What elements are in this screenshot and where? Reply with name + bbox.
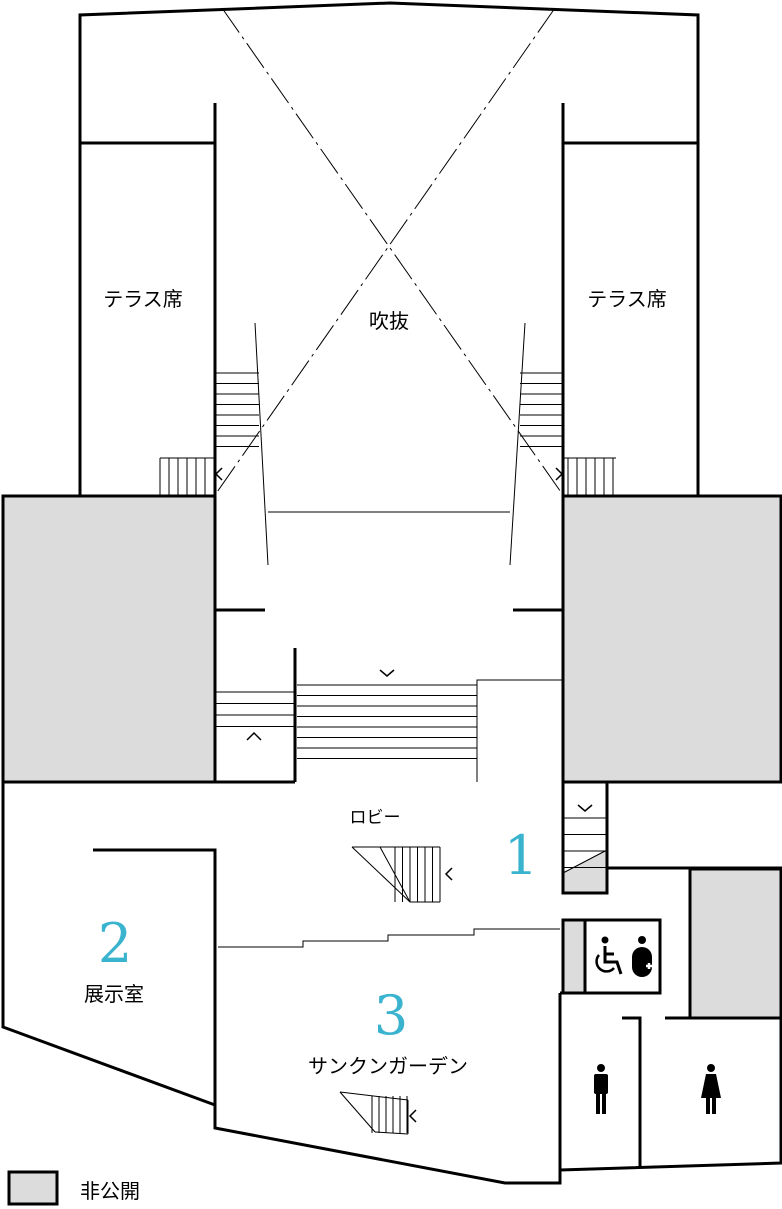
stair-step	[562, 849, 608, 874]
stair-step	[374, 1131, 409, 1135]
closed-area-left	[1, 494, 217, 784]
marker-1: 1	[504, 824, 538, 887]
closed-area-right	[561, 494, 782, 784]
room-label-sunken-garden: サンクンガーデン	[308, 1054, 468, 1078]
room-label-exhibition: 展示室	[84, 982, 144, 1006]
legend-closed-label: 非公開	[80, 1179, 140, 1203]
closed-area-small	[561, 918, 587, 995]
closed-area-east	[688, 867, 782, 1020]
atrium-void-lines	[214, 7, 564, 496]
stairs-lobby	[351, 846, 441, 903]
room-label-terrace-left: テラス席	[103, 287, 183, 311]
marker-2: 2	[98, 912, 132, 975]
marker-3: 3	[374, 984, 408, 1047]
stairs-center	[215, 684, 477, 759]
room-label-lobby: ロビー	[350, 808, 401, 828]
walls	[1, 1, 782, 1185]
stair-step	[339, 1091, 376, 1133]
ostomate-icon	[632, 936, 652, 977]
stairs-garden	[339, 1091, 409, 1135]
stairs-east	[562, 817, 608, 874]
women-toilet-icon	[701, 1064, 721, 1114]
wheelchair-icon	[595, 936, 623, 975]
stairs-upper-left	[159, 372, 259, 495]
closed-stair-area	[563, 850, 607, 893]
men-toilet-icon	[594, 1064, 608, 1114]
stair-step	[339, 1091, 409, 1101]
room-label-atrium: 吹抜	[369, 309, 409, 333]
legend-closed-swatch	[7, 1170, 59, 1206]
stair-step	[351, 846, 411, 903]
stairs-upper-right	[520, 372, 616, 495]
room-label-terrace-right: テラス席	[587, 287, 667, 311]
stair-arrows	[214, 467, 593, 1123]
